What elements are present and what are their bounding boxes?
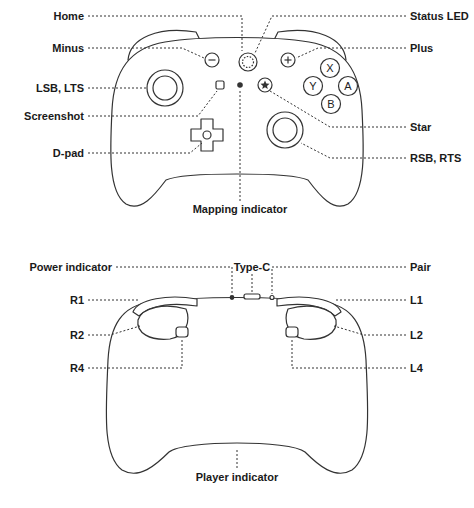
right-shoulder [133,297,197,339]
callout-label: D-pad [53,147,84,160]
leader-lines [88,16,406,468]
d-pad-center [203,131,211,139]
pair-button [270,296,274,300]
button-letter: B [327,98,334,111]
callout-label: L1 [410,294,423,307]
plus-button [281,53,295,67]
callout-label: RSB, RTS [410,152,461,165]
minus-button [205,53,219,67]
callout-label: Mapping indicator [193,203,288,216]
button-letter: X [326,62,333,75]
callout-label: Screenshot [24,110,84,123]
home-button [239,53,257,71]
d-pad [191,119,223,151]
screenshot-button [216,81,224,89]
face-buttons [304,59,358,114]
left-shoulder [277,297,341,339]
callout-label: Status LED [410,10,469,23]
controller-body-back [106,298,367,474]
callout-label: Star [410,121,431,134]
right-stick [267,112,303,148]
controller-body-front [111,38,364,207]
left-stick [147,70,183,106]
button-letter: Y [309,80,316,93]
callout-label: L4 [410,362,423,375]
callout-label: R1 [70,294,84,307]
type-c-port [244,294,260,299]
callout-label: R4 [70,362,84,375]
callout-label: Home [53,10,84,23]
star-button [258,78,272,92]
callout-label: Player indicator [196,471,279,484]
callout-label: Type-C [234,261,270,274]
callout-label: R2 [70,329,84,342]
mapping-indicator-dot [238,83,242,87]
power-indicator-dot [230,296,234,300]
callout-label: LSB, LTS [36,82,84,95]
callout-label: Plus [410,42,433,55]
callout-label: L2 [410,329,423,342]
callout-label: Power indicator [29,261,112,274]
callout-label: Pair [410,261,431,274]
button-letter: A [344,80,351,93]
callout-label: Minus [52,42,84,55]
